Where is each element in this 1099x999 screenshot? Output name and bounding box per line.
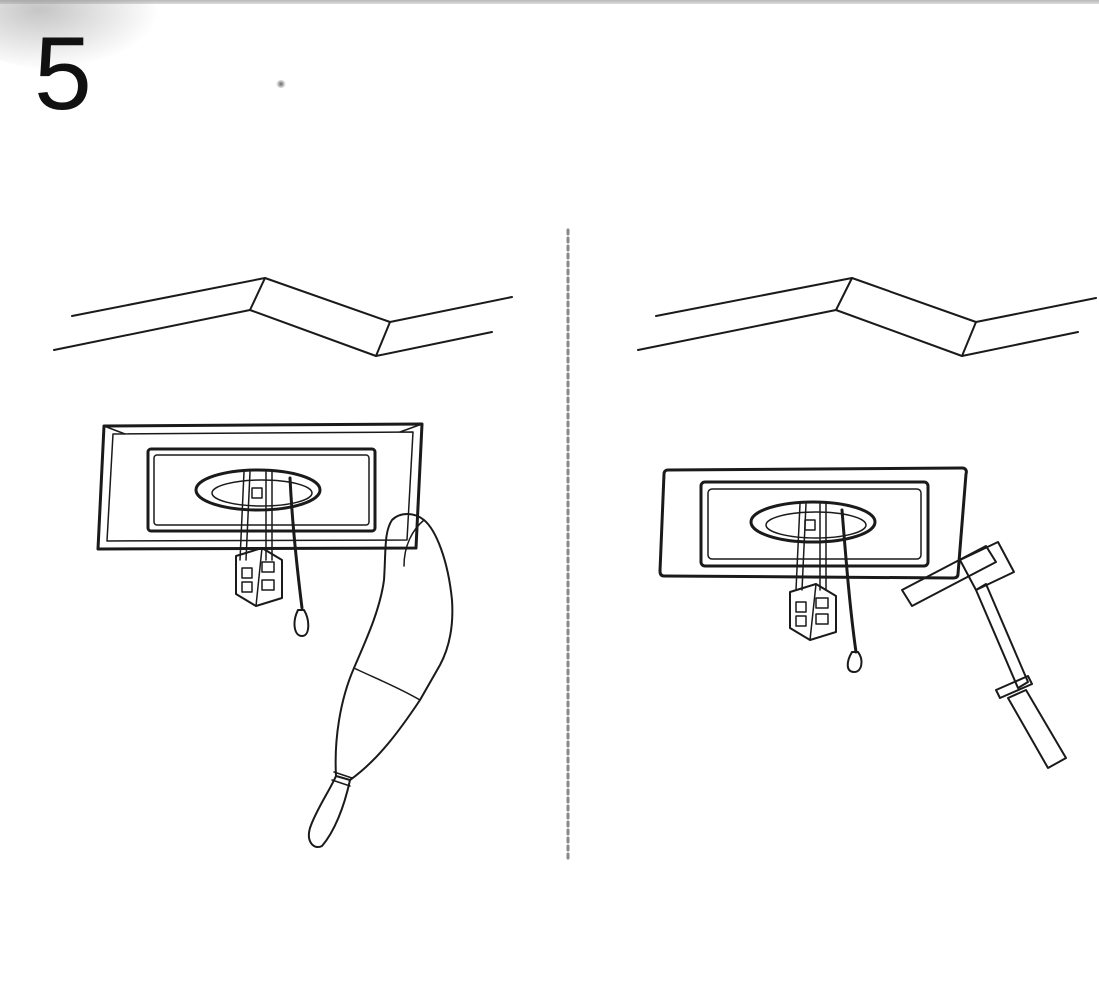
hand-icon: [308, 513, 454, 848]
terminal-block-right: [789, 583, 837, 641]
wire-plug-left: [293, 609, 310, 637]
panel-right: [637, 277, 1097, 769]
ceiling-left: [53, 277, 513, 357]
frame-left: [96, 422, 424, 551]
wire-plug-right: [846, 651, 863, 673]
step-number: 5: [34, 16, 92, 132]
ceiling-right: [637, 277, 1097, 357]
wires-right: [795, 503, 858, 654]
panel-left: [53, 277, 513, 848]
terminal-block-left: [235, 547, 283, 607]
dust-speck: [276, 80, 286, 88]
wires-left: [239, 471, 304, 610]
screwdriver-icon: [901, 541, 1067, 769]
top-border: [0, 0, 1099, 4]
frame-right: [658, 466, 968, 580]
